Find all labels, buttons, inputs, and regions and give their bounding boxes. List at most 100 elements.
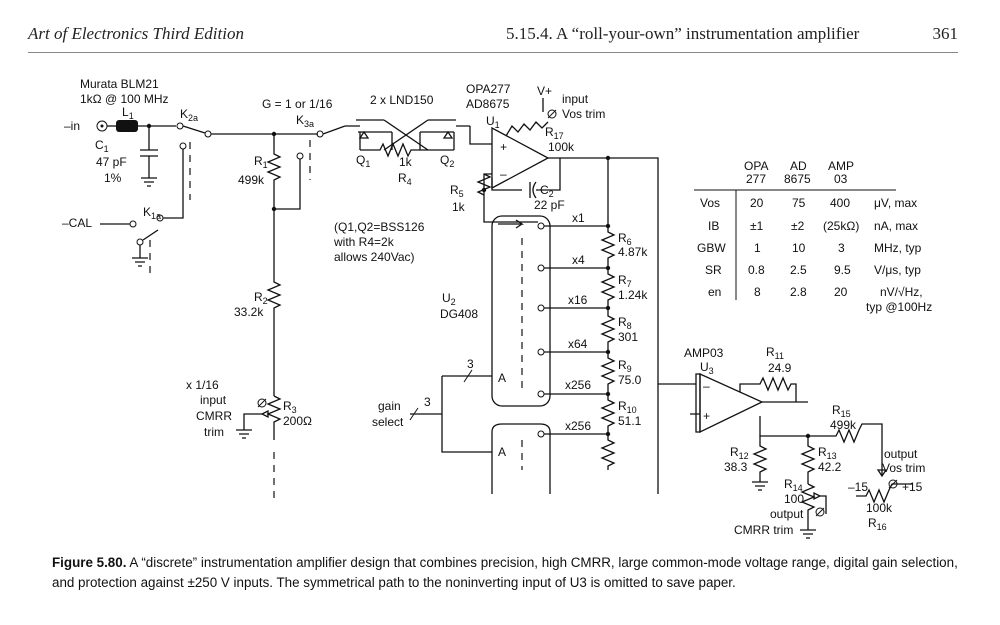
cal-label: –CAL	[62, 216, 92, 230]
murata-label: Murata BLM21	[80, 77, 159, 91]
bss-note-line1: (Q1,Q2=BSS126	[334, 220, 425, 234]
row-en-v3: 20	[834, 285, 848, 299]
r4-value: 1k	[399, 155, 413, 169]
amp03-u3	[695, 372, 764, 434]
bss-note-line3: allows 240Vac)	[334, 250, 414, 264]
murata-spec: 1kΩ @ 100 MHz	[80, 92, 169, 106]
c1-tolerance: 1%	[104, 171, 122, 185]
c2-value: 22 pF	[534, 198, 565, 212]
page-number: 361	[932, 24, 959, 43]
table-header-amp-num: 03	[834, 172, 848, 186]
r7-value: 1.24k	[618, 288, 648, 302]
figure-caption: Figure 5.80. A “discrete” instrumentatio…	[52, 553, 972, 593]
relay-k1a	[129, 214, 164, 246]
r1-label: R1	[254, 154, 268, 170]
minus15-label: –15	[848, 480, 868, 494]
cmrr-trim-line3: CMRR	[196, 409, 232, 423]
book-title: Art of Electronics Third Edition	[28, 24, 244, 43]
out-cmrr-line1: output	[770, 507, 804, 521]
row-gbw-v2: 10	[792, 241, 806, 255]
vos-in-line1: input	[562, 92, 589, 106]
ferrite-bead-l1	[116, 120, 138, 132]
relay-k3a	[296, 125, 346, 160]
r5-value: 1k	[452, 200, 466, 214]
amp03-label: AMP03	[684, 346, 724, 360]
out-cmrr-line2: CMRR trim	[734, 523, 793, 537]
schematic-diagram: Murata BLM21 1kΩ @ 100 MHz –in L1 C1 47 …	[62, 77, 932, 539]
row-en-param: en	[708, 285, 721, 299]
relay-k2a	[176, 122, 212, 150]
mux-u2	[491, 215, 551, 407]
r12-value: 38.3	[724, 460, 748, 474]
u3-plus: +	[703, 409, 710, 423]
row-vos-v2: 75	[792, 196, 806, 210]
spec-table	[694, 189, 896, 300]
table-header-ad: AD	[790, 159, 807, 173]
figure-label: Figure 5.80.	[52, 555, 127, 570]
row-en-unit: nV/√Hz,	[880, 285, 923, 299]
u2-label: U2	[442, 291, 456, 307]
row-en-v1: 8	[754, 285, 761, 299]
row-en-v2: 2.8	[790, 285, 807, 299]
c1-label: C1	[95, 138, 109, 154]
opa277-label: OPA277	[466, 82, 511, 96]
r3-value: 200Ω	[283, 414, 312, 428]
resistor-ladder	[600, 158, 616, 470]
r15-value: 499k	[830, 418, 857, 432]
out-vos-line2: Vos trim	[882, 461, 925, 475]
vplus-label: V+	[537, 84, 552, 98]
k1a-label: K1a	[143, 205, 161, 221]
r8-label: R8	[618, 315, 632, 331]
lnd150-label: 2 x LND150	[370, 93, 434, 107]
row-sr-v3: 9.5	[834, 263, 851, 277]
c1-value: 47 pF	[96, 155, 127, 169]
plus15-label: +15	[902, 480, 923, 494]
q2-label: Q2	[440, 153, 454, 169]
vos-in-line2: Vos trim	[562, 107, 605, 121]
table-header-opa: OPA	[744, 159, 768, 173]
r17-label: R17	[545, 125, 564, 141]
table-note: typ @100Hz	[866, 300, 932, 314]
r14-value: 100	[784, 492, 804, 506]
r3-label: R3	[283, 399, 297, 415]
k2a-label: K2a	[180, 107, 198, 123]
ad8675-label: AD8675	[466, 97, 510, 111]
out-vos-line1: output	[884, 447, 918, 461]
opamp-u1	[491, 126, 550, 190]
bus-width-2: 3	[424, 395, 431, 409]
r8-value: 301	[618, 330, 638, 344]
row-gbw-v1: 1	[754, 241, 761, 255]
table-header-opa-num: 277	[746, 172, 766, 186]
dg408-label: DG408	[440, 307, 478, 321]
r12-label: R12	[730, 445, 749, 461]
row-vos-v1: 20	[750, 196, 764, 210]
tap-x1: x1	[572, 211, 585, 225]
row-ib-unit: nA, max	[874, 219, 918, 233]
row-ib-v3: (25kΩ)	[823, 219, 859, 233]
row-vos-v3: 400	[830, 196, 850, 210]
section-title: 5.15.4. A “roll-your-own” instrumentatio…	[506, 24, 860, 43]
r5-label: R5	[450, 183, 464, 199]
r16-label: R16	[868, 516, 887, 532]
r4-label: R4	[398, 171, 412, 187]
u1-plus: +	[500, 140, 507, 154]
table-header-amp: AMP	[828, 159, 854, 173]
bus-width-1: 3	[467, 357, 474, 371]
row-sr-param: SR	[705, 263, 722, 277]
cmrr-trim-line4: trim	[204, 425, 224, 439]
row-gbw-unit: MHz, typ	[874, 241, 922, 255]
mosfet-q1	[345, 119, 393, 150]
mux-taps	[537, 222, 608, 438]
r2-value: 33.2k	[234, 305, 264, 319]
cmrr-trim-line2: input	[200, 393, 227, 407]
r17-value: 100k	[548, 140, 575, 154]
r7-label: R7	[618, 273, 632, 289]
row-ib-v1: ±1	[750, 219, 764, 233]
l1-label: L1	[122, 105, 134, 121]
row-vos-param: Vos	[700, 196, 720, 210]
mux-address-a2: A	[498, 445, 506, 459]
tap-x4: x4	[572, 253, 585, 267]
input-connector	[96, 120, 108, 132]
r9-label: R9	[618, 358, 632, 374]
u1-minus: –	[500, 167, 507, 181]
